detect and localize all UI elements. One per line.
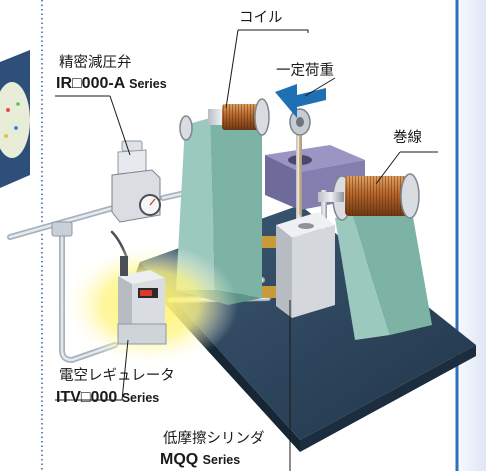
electro-regulator-name: 電空レギュレータ: [59, 368, 175, 384]
electro-regulator-model: ITV□000 Series: [56, 390, 159, 406]
low-friction-cylinder: [262, 212, 335, 318]
precision-regulator-model: IR□000-A Series: [56, 76, 167, 92]
cylinder-model-code: MQQ: [160, 451, 199, 468]
left-cropped-image: [0, 50, 30, 188]
constant-load-label: 一定荷重: [276, 63, 334, 79]
right-stand: [335, 200, 432, 340]
precision-regulator-model-code: IR□000-A: [56, 75, 125, 92]
right-panel: [455, 0, 486, 471]
load-arrow-icon: [275, 84, 326, 118]
winding-coil: [318, 173, 420, 221]
electro-regulator-series: Series: [121, 391, 160, 405]
precision-regulator-name: 精密減圧弁: [59, 55, 132, 71]
electro-pneumatic-regulator: [117, 256, 167, 345]
precision-regulator: [111, 140, 161, 223]
winding-label: 巻線: [393, 130, 422, 146]
cylinder-model: MQQ Series: [160, 452, 240, 468]
coil-label: コイル: [239, 10, 283, 26]
cylinder-name: 低摩擦シリンダ: [163, 431, 265, 447]
cylinder-series: Series: [202, 453, 241, 467]
tee-fitting: [51, 221, 73, 237]
leader-lines: [55, 29, 438, 471]
upper-coil: [179, 98, 270, 141]
precision-regulator-series: Series: [129, 77, 167, 91]
electro-regulator-model-code: ITV□000: [56, 389, 118, 406]
